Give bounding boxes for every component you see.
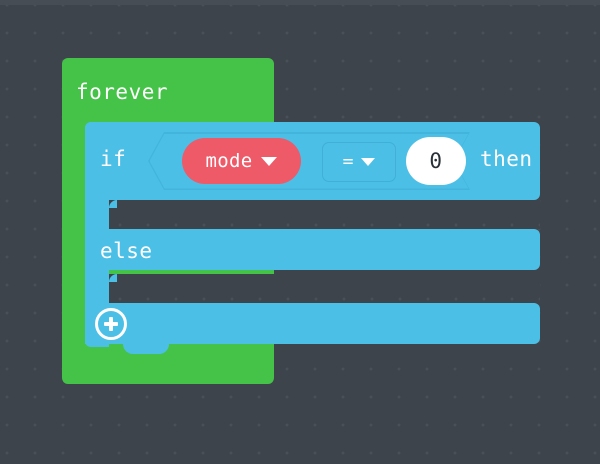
if-branch-slot-corner [109, 200, 117, 208]
else-keyword-label: else [100, 239, 153, 263]
if-block-top-notch [99, 122, 145, 131]
if-block-bottom-tab [123, 344, 169, 354]
number-input-field[interactable]: 0 [406, 137, 466, 185]
if-branch-body-slot[interactable] [109, 200, 540, 229]
else-branch-body-slot[interactable] [109, 274, 540, 303]
chevron-down-icon [361, 158, 376, 166]
chevron-down-icon [261, 156, 278, 166]
if-keyword-label: if [100, 147, 127, 171]
else-bar-notch [123, 228, 169, 238]
else-branch-slot-tab [132, 274, 178, 284]
comparison-operator-symbol: = [342, 151, 354, 172]
plus-icon[interactable] [95, 308, 127, 340]
if-else-block[interactable]: if then mode = 0 else [85, 117, 540, 354]
variable-mode-label: mode [205, 150, 253, 172]
else-branch-slot-corner [109, 274, 117, 282]
variable-mode-dropdown[interactable]: mode [182, 138, 301, 184]
if-block-footer-bar[interactable] [85, 302, 540, 344]
number-input-value: 0 [429, 149, 443, 173]
footer-bar-notch [123, 302, 169, 312]
comparison-operator-dropdown[interactable]: = [322, 142, 396, 182]
condition-hexagon-slot[interactable]: mode = 0 [148, 132, 470, 190]
then-keyword-label: then [480, 147, 533, 171]
if-branch-slot-tab [132, 200, 178, 210]
forever-block-label: forever [76, 80, 169, 104]
else-branch-bar[interactable] [85, 228, 540, 270]
